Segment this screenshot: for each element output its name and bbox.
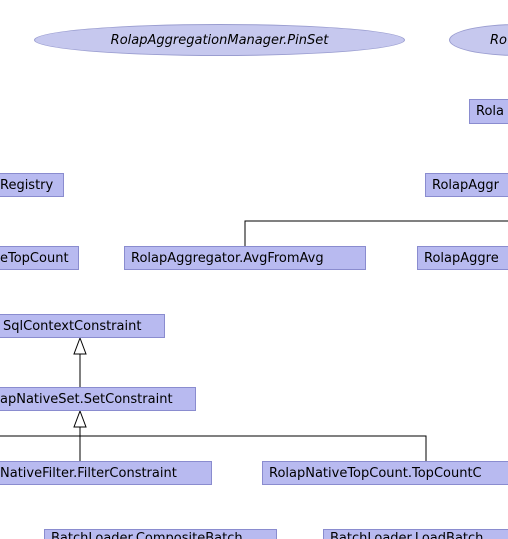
node-rolap-aggr-right-label: RolapAggr [432, 177, 499, 193]
node-avgfromavg-label: RolapAggregator.AvgFromAvg [131, 250, 324, 266]
node-topcount: eTopCount [0, 246, 79, 270]
node-loadbatch: BatchLoader.LoadBatch [323, 529, 508, 539]
inheritance-arrow-setconstraint [73, 409, 87, 428]
node-topcountconstraint-label: RolapNativeTopCount.TopCountC [269, 465, 482, 481]
node-registry-label: Registry [0, 177, 54, 193]
node-topcount-label: eTopCount [0, 250, 69, 266]
node-rola-top-right: Rola [469, 99, 508, 124]
node-avgfromavg: RolapAggregator.AvgFromAvg [124, 246, 366, 270]
inheritance-arrow-sqlcontextconstraint [73, 336, 87, 355]
node-rolap-aggr-right: RolapAggr [425, 173, 508, 197]
node-rolap-aggre-right: RolapAggre [417, 246, 508, 270]
node-setconstraint-label: apNativeSet.SetConstraint [0, 391, 173, 407]
node-rolap-aggre-right-label: RolapAggre [424, 250, 499, 266]
node-pinset-partner-label: Ro [490, 32, 507, 48]
node-topcountconstraint: RolapNativeTopCount.TopCountC [262, 461, 508, 485]
node-filterconstraint: NativeFilter.FilterConstraint [0, 461, 212, 485]
node-sqlcontextconstraint-label: SqlContextConstraint [3, 318, 142, 334]
node-setconstraint: apNativeSet.SetConstraint [0, 387, 196, 411]
node-pinset-label: RolapAggregationManager.PinSet [110, 32, 329, 48]
node-compositebatch-label: BatchLoader.CompositeBatch [51, 531, 243, 539]
edge-avgfromavg-to-right [244, 220, 508, 246]
node-rola-top-right-label: Rola [476, 104, 504, 119]
node-compositebatch: BatchLoader.CompositeBatch [44, 529, 277, 539]
edge-topcountconstraint-to-setconstraint [0, 435, 427, 461]
node-filterconstraint-label: NativeFilter.FilterConstraint [0, 465, 177, 481]
node-pinset: RolapAggregationManager.PinSet [34, 24, 405, 56]
node-registry: Registry [0, 173, 64, 197]
node-loadbatch-label: BatchLoader.LoadBatch [330, 531, 484, 539]
node-sqlcontextconstraint: SqlContextConstraint [0, 314, 165, 338]
